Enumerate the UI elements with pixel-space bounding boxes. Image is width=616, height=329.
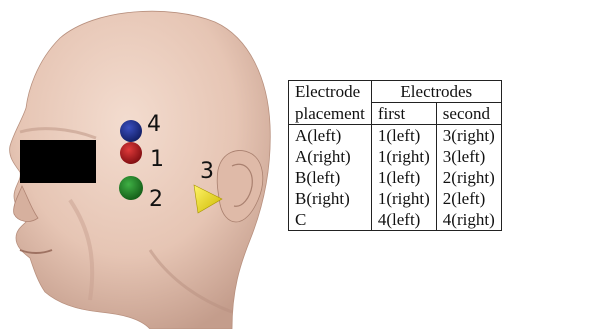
table-row: C 4(left) 4(right) <box>289 209 502 231</box>
cell-first: 4(left) <box>371 209 436 231</box>
eye-redaction-bar <box>20 140 96 183</box>
electrode-label-1: 1 <box>150 147 164 172</box>
cell-placement: B(right) <box>289 188 372 209</box>
cell-first: 1(left) <box>371 125 436 147</box>
cell-placement: B(left) <box>289 167 372 188</box>
electrode-label-2: 2 <box>149 187 163 212</box>
cell-first: 1(right) <box>371 146 436 167</box>
cell-placement: A(right) <box>289 146 372 167</box>
table-row: A(right) 1(right) 3(left) <box>289 146 502 167</box>
cell-placement: C <box>289 209 372 231</box>
header-placement-line2: placement <box>289 103 372 125</box>
header-second: second <box>436 103 501 125</box>
table-row: B(left) 1(left) 2(right) <box>289 167 502 188</box>
electrode-label-3: 3 <box>200 159 214 184</box>
cell-first: 1(left) <box>371 167 436 188</box>
cell-first: 1(right) <box>371 188 436 209</box>
cell-second: 3(left) <box>436 146 501 167</box>
head-model-figure: 4 1 3 2 <box>0 0 280 329</box>
header-first: first <box>371 103 436 125</box>
cell-second: 4(right) <box>436 209 501 231</box>
header-placement-line1: Electrode <box>289 81 372 103</box>
header-electrodes-group: Electrodes <box>371 81 501 103</box>
cell-placement: A(left) <box>289 125 372 147</box>
cell-second: 2(left) <box>436 188 501 209</box>
electrode-4-blue <box>120 120 142 142</box>
electrode-1-red <box>120 142 142 164</box>
table-row: A(left) 1(left) 3(right) <box>289 125 502 147</box>
electrode-label-4: 4 <box>147 112 161 137</box>
table-header-row-2: placement first second <box>289 103 502 125</box>
electrode-2-green <box>119 176 143 200</box>
table-header-row-1: Electrode Electrodes <box>289 81 502 103</box>
cell-second: 2(right) <box>436 167 501 188</box>
table-row: B(right) 1(right) 2(left) <box>289 188 502 209</box>
electrode-placement-table: Electrode Electrodes placement first sec… <box>288 80 502 231</box>
cell-second: 3(right) <box>436 125 501 147</box>
